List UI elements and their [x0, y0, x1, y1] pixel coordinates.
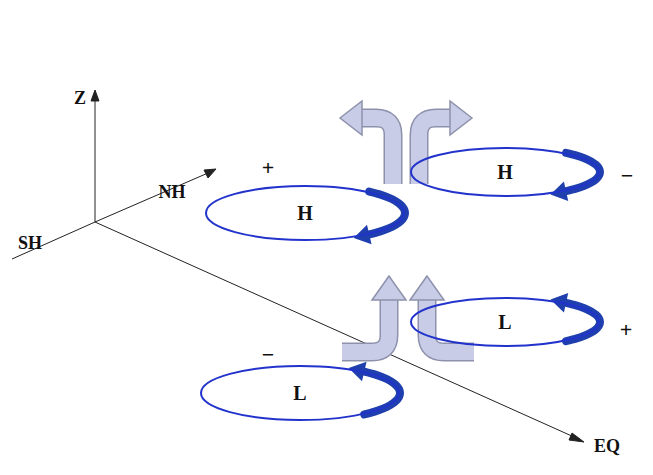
- pressure-letter: H: [497, 161, 513, 184]
- pressure-letter: H: [297, 202, 313, 225]
- axis-arrowhead: [91, 90, 99, 101]
- ellipse-outline: [201, 366, 399, 420]
- nh-axis: [95, 173, 208, 222]
- flow-arrow: [342, 300, 389, 352]
- ellipse-outline: [411, 298, 599, 346]
- sign-label: −: [262, 342, 275, 368]
- flow-arrow-outline: [342, 300, 389, 352]
- flow-arrow: [419, 118, 450, 184]
- flow-arrow-outline: [419, 118, 450, 184]
- sign-label: +: [620, 317, 633, 343]
- rotation-arrows: [349, 153, 600, 415]
- pressure-ellipse: L: [410, 297, 600, 347]
- axis-arrowhead: [204, 169, 216, 178]
- flow-arrowhead: [372, 276, 406, 300]
- pressure-ellipse: H: [205, 185, 405, 241]
- pressure-letter: L: [293, 382, 306, 405]
- sign-label: +: [262, 155, 275, 181]
- ellipse-outline: [206, 186, 404, 240]
- sign-label: −: [621, 163, 634, 189]
- flow-arrowhead: [340, 101, 362, 135]
- flow-arrowhead: [410, 276, 444, 300]
- flow-arrow-outline: [362, 118, 393, 184]
- flow-arrowhead: [450, 101, 472, 135]
- axes: [12, 90, 584, 442]
- axis-label: EQ: [594, 436, 620, 457]
- eq-axis: [95, 222, 574, 437]
- z-axis: [95, 100, 96, 222]
- sh-axis: [12, 222, 95, 259]
- pressure-ellipse: H: [410, 147, 600, 197]
- axis-label: NH: [159, 182, 186, 203]
- pressure-ellipse: L: [200, 365, 400, 421]
- flow-arrows: [340, 101, 474, 352]
- flow-arrow: [362, 118, 393, 184]
- axis-arrowhead: [569, 433, 584, 442]
- pressure-letter: L: [498, 311, 511, 334]
- axis-label: Z: [74, 88, 86, 109]
- ellipse-outline: [411, 148, 599, 196]
- axis-label: SH: [18, 233, 42, 254]
